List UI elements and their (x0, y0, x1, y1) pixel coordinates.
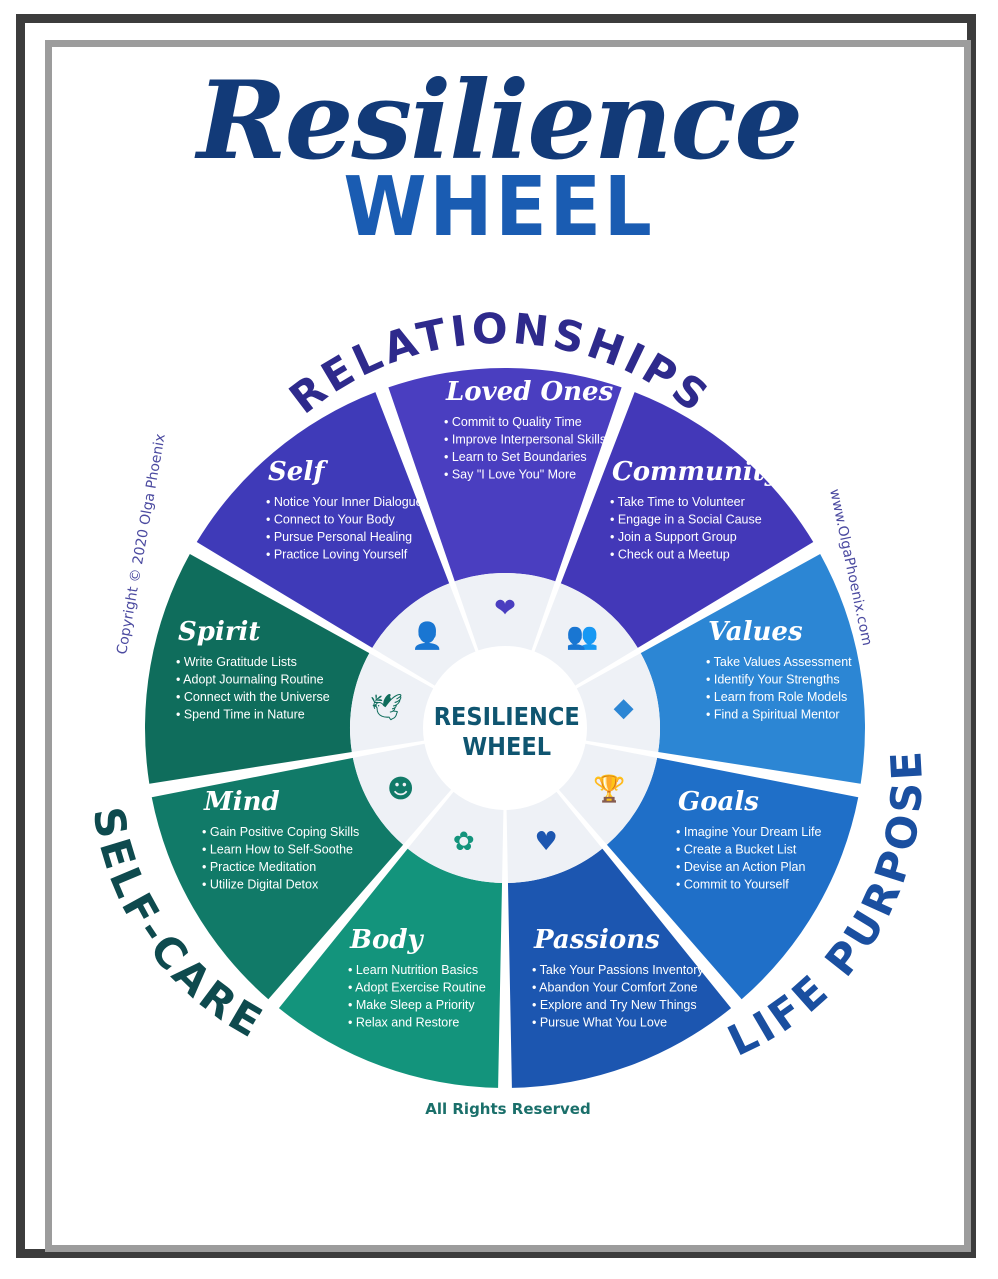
segment-item-body-2: • Make Sleep a Priority (348, 998, 475, 1012)
segment-passions: ♥ Passions • Take Your Passions Inventory •… (506, 791, 732, 1088)
segment-band-mind (151, 757, 404, 1000)
segment-item-values-1: • Identify Your Strengths (706, 673, 840, 687)
segment-title-passions: Passions (533, 925, 660, 955)
segment-icon-ring-body (407, 791, 504, 883)
segment-title-mind: Mind (203, 787, 280, 817)
segment-item-values-3: • Find a Spiritual Mentor (706, 708, 840, 722)
segment-item-mind-3: • Utilize Digital Detox (202, 878, 319, 892)
segment-title-self: Self (268, 457, 328, 487)
segment-icon-ring-values (576, 653, 660, 752)
segment-item-loved_ones-1: • Improve Interpersonal Skills (444, 433, 606, 447)
segment-band-values (640, 554, 865, 784)
segment-item-body-3: • Relax and Restore (348, 1016, 459, 1030)
segment-band-goals (606, 757, 859, 1000)
center-label-line2: WHEEL (462, 732, 551, 761)
segment-title-values: Values (708, 617, 803, 647)
segment-item-loved_ones-0: • Commit to Quality Time (444, 415, 582, 429)
segment-band-passions (507, 848, 732, 1088)
segment-icon-ring-mind (352, 743, 452, 845)
heart-pulse-icon: ♥ (535, 827, 558, 857)
segment-item-passions-3: • Pursue What You Love (532, 1016, 667, 1030)
segment-item-values-0: • Take Values Assessment (706, 655, 852, 669)
segment-item-community-2: • Join a Support Group (610, 530, 737, 544)
segment-item-passions-1: • Abandon Your Comfort Zone (532, 981, 698, 995)
segment-values: ◆ Values • Take Values Assessment • Identif… (576, 554, 865, 784)
segment-spirit: 🕊 Spirit • Write Gratitude Lists • Adopt Jo… (145, 554, 434, 784)
diamond-icon: ◆ (614, 693, 634, 723)
segment-band-spirit (145, 554, 370, 784)
segment-icon-ring-goals (558, 743, 658, 845)
segment-icon-ring-loved_ones (454, 573, 556, 651)
segment-item-spirit-3: • Spend Time in Nature (176, 708, 305, 722)
copyright-note: Copyright © 2020 Olga Phoenix (114, 433, 169, 656)
footer-rights: All Rights Reserved (425, 1100, 590, 1118)
segment-loved_ones: ❤ Loved Ones • Commit to Quality Time • Imp… (388, 368, 622, 651)
segment-band-body (278, 848, 503, 1088)
segment-item-self-0: • Notice Your Inner Dialogue (266, 495, 423, 509)
segment-item-goals-2: • Devise an Action Plan (676, 860, 805, 874)
segment-item-spirit-2: • Connect with the Universe (176, 690, 330, 704)
segment-item-passions-2: • Explore and Try New Things (532, 998, 697, 1012)
segment-goals: 🏆 Goals • Imagine Your Dream Life • Create … (558, 743, 859, 1000)
segment-item-self-1: • Connect to Your Body (266, 513, 396, 527)
segment-item-community-1: • Engage in a Social Cause (610, 513, 762, 527)
segment-icon-ring-spirit (350, 653, 434, 752)
segment-band-self (196, 392, 450, 648)
segment-title-body: Body (349, 925, 424, 955)
segment-item-community-3: • Check out a Meetup (610, 548, 730, 562)
segment-mind: ☻ Mind • Gain Positive Coping Skills • Lear… (151, 743, 452, 1000)
segment-item-self-3: • Practice Loving Yourself (266, 548, 408, 562)
segment-item-body-1: • Adopt Exercise Routine (348, 981, 486, 995)
segment-item-goals-0: • Imagine Your Dream Life (676, 825, 821, 839)
segment-item-values-2: • Learn from Role Models (706, 690, 847, 704)
segment-band-loved_ones (388, 368, 622, 582)
segment-icon-ring-self (372, 583, 476, 686)
segment-community: 👥 Community • Take Time to Volunteer • Enga… (534, 392, 814, 686)
center-hub (427, 650, 583, 806)
people-icon: 👥 (566, 622, 598, 652)
segment-self: 👤 Self • Notice Your Inner Dialogue • Conne… (196, 392, 476, 686)
segment-item-loved_ones-3: • Say "I Love You" More (444, 468, 576, 482)
segment-item-loved_ones-2: • Learn to Set Boundaries (444, 450, 587, 464)
trophy-icon: 🏆 (593, 773, 625, 804)
segment-item-body-0: • Learn Nutrition Basics (348, 963, 478, 977)
segment-body: ✿ Body • Learn Nutrition Basics • Adopt Exe… (278, 791, 504, 1088)
segment-item-mind-2: • Practice Meditation (202, 860, 316, 874)
title-script: Resilience (196, 58, 803, 184)
segment-item-spirit-0: • Write Gratitude Lists (176, 655, 297, 669)
segment-item-passions-0: • Take Your Passions Inventory (532, 963, 704, 977)
title-wheel: WHEEL (343, 160, 655, 255)
segment-item-mind-1: • Learn How to Self-Soothe (202, 843, 353, 857)
head-heart-icon: ☻ (387, 774, 414, 804)
segment-title-community: Community (612, 457, 782, 487)
segment-item-community-0: • Take Time to Volunteer (610, 495, 745, 509)
segment-item-mind-0: • Gain Positive Coping Skills (202, 825, 359, 839)
hearts-icon: ❤ (494, 594, 516, 624)
segment-band-community (560, 392, 814, 648)
center-label-line1: RESILIENCE (434, 702, 580, 731)
person-icon: 👤 (411, 621, 443, 652)
lotus-icon: ✿ (453, 827, 475, 857)
segment-icon-ring-passions (506, 791, 603, 883)
segment-item-goals-3: • Commit to Yourself (676, 878, 789, 892)
segment-title-goals: Goals (678, 787, 759, 817)
inner-frame (45, 40, 971, 1252)
segment-icon-ring-community (534, 583, 638, 686)
segment-item-goals-1: • Create a Bucket List (676, 843, 797, 857)
dove-icon: 🕊 (370, 693, 403, 723)
segment-title-loved_ones: Loved Ones (445, 377, 614, 407)
segment-title-spirit: Spirit (178, 617, 260, 647)
segment-item-self-2: • Pursue Personal Healing (266, 530, 412, 544)
segment-item-spirit-1: • Adopt Journaling Routine (176, 673, 324, 687)
